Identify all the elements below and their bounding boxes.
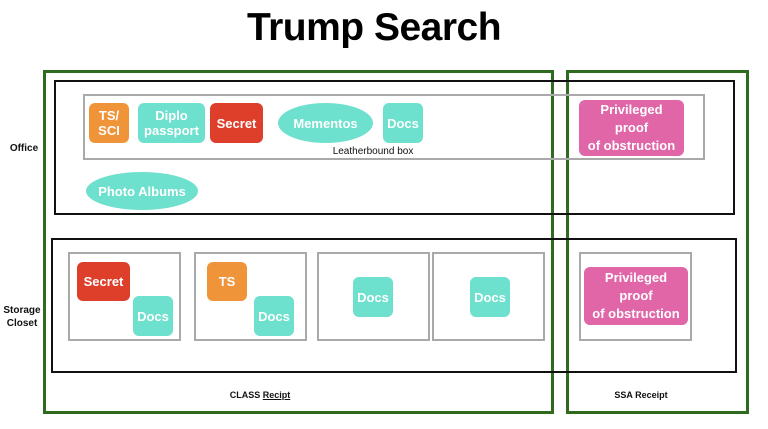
row-label-office: Office bbox=[9, 143, 39, 154]
storage-row-box bbox=[51, 238, 737, 373]
storage-box-5 bbox=[579, 252, 692, 341]
diplo-passport-chip: Diplo passport bbox=[138, 103, 205, 143]
storage-box-3 bbox=[317, 252, 430, 341]
leatherbound-box bbox=[83, 94, 705, 160]
storage-box-2 bbox=[194, 252, 307, 341]
photo-albums-chip: Photo Albums bbox=[86, 172, 198, 210]
page-title: Trump Search bbox=[246, 6, 502, 49]
class-receipt-zone bbox=[43, 70, 554, 414]
storage-box-4 bbox=[432, 252, 545, 341]
storage-secret-chip: Secret bbox=[77, 262, 130, 301]
class-receipt-label: CLASS Recipt bbox=[200, 389, 320, 401]
storage-docs-chip-1: Docs bbox=[133, 296, 173, 336]
storage-docs-chip-2: Docs bbox=[254, 296, 294, 336]
ts-sci-chip: TS/ SCI bbox=[89, 103, 129, 143]
storage-ts-chip: TS bbox=[207, 262, 247, 301]
secret-chip: Secret bbox=[210, 103, 263, 143]
ssa-receipt-zone bbox=[566, 70, 749, 414]
privileged-proof-office-chip: Privileged proof of obstruction bbox=[579, 100, 684, 156]
mementos-chip: Mementos bbox=[278, 103, 373, 143]
storage-docs-chip-4: Docs bbox=[470, 277, 510, 317]
storage-docs-chip-3: Docs bbox=[353, 277, 393, 317]
office-row-box bbox=[54, 80, 735, 215]
class-receipt-prefix: CLASS bbox=[229, 390, 263, 400]
privileged-proof-storage-chip: Privileged proof of obstruction bbox=[584, 267, 688, 325]
docs-chip: Docs bbox=[383, 103, 423, 143]
row-label-storage-closet: Storage Closet bbox=[3, 305, 41, 329]
leatherbound-box-label: Leatherbound box bbox=[332, 146, 414, 157]
ssa-receipt-label: SSA Receipt bbox=[614, 390, 668, 400]
class-receipt-underlined: Recipt bbox=[262, 390, 291, 400]
storage-box-1 bbox=[68, 252, 181, 341]
